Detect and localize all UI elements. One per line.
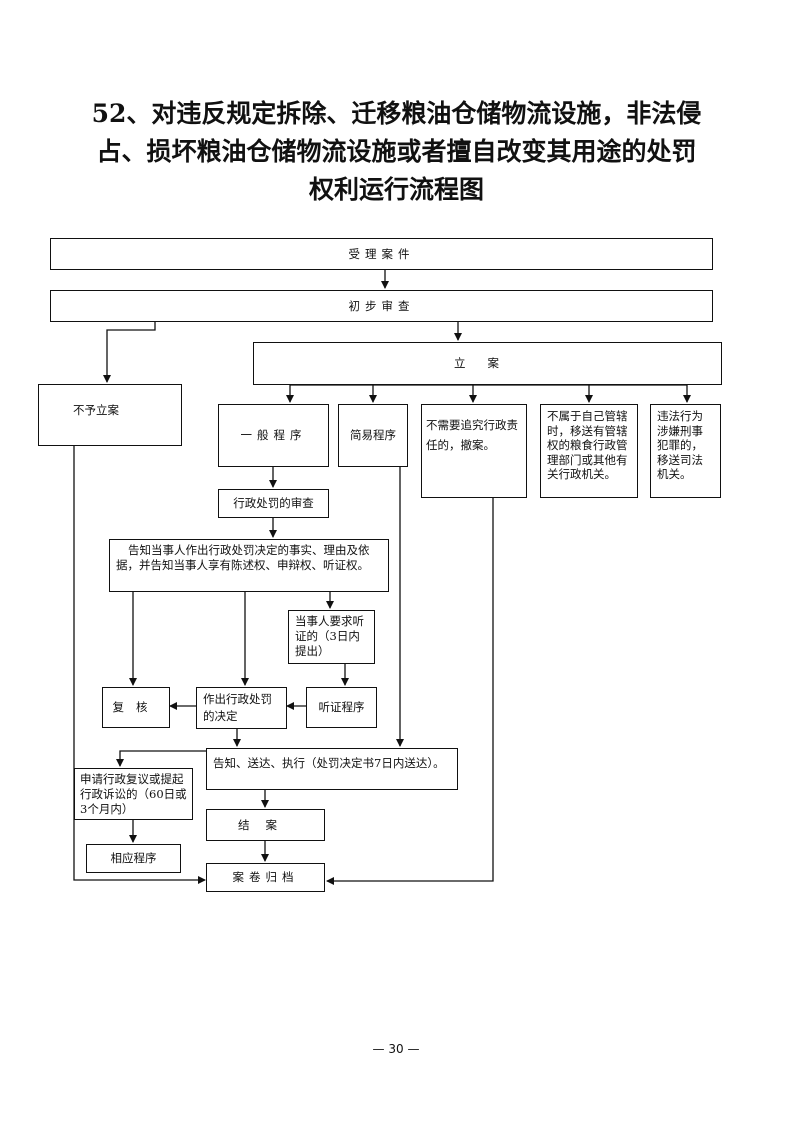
node-hearing-request: 当事人要求听证的（3日内提出） [288,610,375,664]
page-title: 52、对违反规定拆除、迁移粮油仓储物流设施，非法侵 占、损坏粮油仓储物流设施或者… [60,95,733,209]
node-general: 一般程序 [218,404,329,467]
node-decision: 作出行政处罚的决定 [196,687,287,729]
title-line-2: 占、损坏粮油仓储物流设施或者擅自改变其用途的处罚 [96,137,697,166]
arrow-not-register-to-archive [73,446,206,884]
node-deliver: 告知、送达、执行（处罚决定书7日内送达）。 [206,748,458,790]
node-criminal: 违法行为涉嫌刑事犯罪的，移送司法机关。 [650,404,721,498]
node-close: 结案 [206,809,325,841]
node-accept: 受理案件 [50,238,713,270]
node-simple: 简易程序 [338,404,408,467]
node-not-jurisdiction: 不属于自己管辖时，移送有管辖权的粮食行政管理部门或其他有关行政机关。 [540,404,638,498]
node-preliminary: 初步审查 [50,290,713,322]
node-recheck: 复核 [102,687,170,728]
node-no-liability: 不需要追究行政责任的，撤案。 [421,404,527,498]
node-archive: 案卷归档 [206,863,325,892]
node-register: 立案 [253,342,722,385]
node-hearing: 听证程序 [306,687,377,728]
title-line-3: 权利运行流程图 [308,175,484,204]
node-not-register: 不予立案 [38,384,182,446]
title-line-1: 52、对违反规定拆除、迁移粮油仓储物流设施，非法侵 [91,99,702,128]
arrow-to-appeal [116,750,206,767]
node-review: 行政处罚的审查 [218,489,329,518]
arrow-no-liability-to-archive [326,498,494,885]
page-number: — 30 — [372,1042,420,1056]
arrow-to-not-register [103,322,156,383]
node-notify: 告知当事人作出行政处罚决定的事实、理由及依据，并告知当事人享有陈述权、申辩权、听… [109,539,389,592]
node-corresponding: 相应程序 [86,844,181,873]
node-appeal: 申请行政复议或提起行政诉讼的（60日或3个月内） [74,768,193,820]
